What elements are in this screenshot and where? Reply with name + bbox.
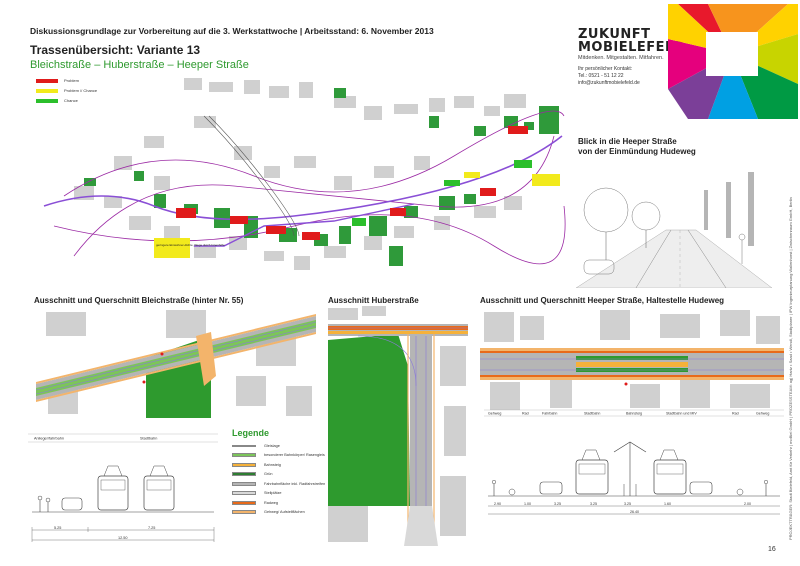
- contact-block: Ihr persönlicher Kontakt: Tel.: 0521 - 5…: [578, 66, 640, 87]
- heeper-dim-0: 2.90: [494, 502, 501, 506]
- legend-swatch: [232, 481, 256, 486]
- legend-label: Gehweg/ Aufstellflächen: [264, 510, 305, 515]
- heeper-label-3: Stadtbahn: [584, 412, 600, 416]
- heeper-label-7: Gehweg: [756, 412, 769, 416]
- section-title-huber: Ausschnitt Huberstraße: [328, 296, 419, 305]
- legend-label: Stellplätze: [264, 491, 282, 496]
- view-caption-line-1: Blick in die Heeper Straße: [578, 137, 677, 146]
- side-credit: PROJEKTTRÄGER: Stadt Bielefeld, Amt für …: [788, 130, 796, 540]
- page-number: 16: [768, 546, 776, 553]
- map-legend-swatch: [36, 78, 58, 83]
- bleich-cross-section: Anlieger/fahrbahn Stadtbahn 5.25 7.25 12…: [28, 433, 218, 542]
- heeper-label-1: Rad: [522, 412, 529, 416]
- legend: Legende Gleislage besonderer Bahnkörper/…: [232, 428, 325, 517]
- heeper-dim-2: 3.25: [554, 502, 561, 506]
- legend-item: Stellplätze: [232, 489, 325, 499]
- logo-word-1: ZUKUNFT: [578, 27, 651, 42]
- logo-tagline: Mitdenken. Mitgestalten. Mitfahren.: [578, 55, 664, 61]
- legend-label: besonderer Bahnkörper/ Rasengleis: [264, 453, 325, 458]
- logo: ZUKUNFT MOBIELEFELD. Mitdenken. Mitgesta…: [578, 28, 691, 61]
- heeper-dim-6: 2.00: [744, 502, 751, 506]
- street-sketch: [576, 160, 772, 288]
- heeper-label-4: Bahnsteig: [626, 412, 642, 416]
- heeper-cross-section: Gehweg Rad Fahrbahn Stadtbahn Bahnsteig …: [484, 409, 784, 515]
- legend-swatch: [232, 444, 256, 447]
- heeper-label-0: Gehweg: [488, 412, 501, 416]
- map-legend-label: Problem: [64, 78, 79, 83]
- heeper-dim-1: 1.00: [524, 502, 531, 506]
- pinwheel-logo-icon: [668, 4, 798, 119]
- bleich-label-0: Anlieger/fahrbahn: [34, 437, 64, 441]
- legend-item: Gehweg/ Aufstellflächen: [232, 508, 325, 518]
- map-note-1: geringere Einwohner-dichte, Wege durch I…: [156, 243, 225, 247]
- heeper-dim-3: 3.25: [590, 502, 597, 506]
- legend-swatch: [232, 472, 256, 477]
- legend-label: Bahnsteig: [264, 462, 281, 467]
- legend-swatch: [232, 491, 256, 496]
- legend-swatch: [232, 510, 256, 515]
- legend-item: Radweg: [232, 498, 325, 508]
- map-legend-label: Chance: [64, 98, 78, 103]
- section-title-bleich: Ausschnitt und Querschnitt Bleichstraße …: [34, 296, 244, 305]
- page-title: Trassenübersicht: Variante 13: [30, 43, 201, 57]
- view-caption-line-2: von der Einmündung Hudeweg: [578, 147, 696, 156]
- legend-swatch: [232, 462, 256, 467]
- map-legend-item: Problem: [36, 78, 97, 83]
- map-legend-label: Problem // Chance: [64, 88, 98, 93]
- legend-item: Bahnsteig: [232, 460, 325, 470]
- map-legend-swatch: [36, 88, 58, 93]
- contact-label: Ihr persönlicher Kontakt:: [578, 66, 633, 72]
- contact-email: info@zukunftmobielefeld.de: [578, 80, 640, 86]
- contact-phone: Tel.: 0521 - 51 12 22: [578, 73, 624, 79]
- heeper-dim-total: 26.40: [630, 510, 639, 514]
- heeper-label-6: Rad: [732, 412, 739, 416]
- heeper-label-2: Fahrbahn: [542, 412, 557, 416]
- legend-swatch: [232, 500, 256, 505]
- map-legend-swatch: [36, 98, 58, 103]
- legend-item: Grün: [232, 470, 325, 480]
- section-title-heeper: Ausschnitt und Querschnitt Heeper Straße…: [480, 296, 725, 305]
- page-subtitle: Bleichstraße – Huberstraße – Heeper Stra…: [30, 59, 249, 71]
- map-legend: Problem Problem // Chance Chance: [36, 78, 97, 108]
- legend-swatch: [232, 453, 256, 458]
- logo-word-2: MOBIELEFELD.: [578, 40, 691, 55]
- view-caption: Blick in die Heeper Straße von der Einmü…: [578, 137, 696, 157]
- heeper-plan: [480, 306, 784, 414]
- bleich-label-1: Stadtbahn: [140, 437, 157, 441]
- legend-label: Grün: [264, 472, 273, 477]
- legend-item: besonderer Bahnkörper/ Rasengleis: [232, 451, 325, 461]
- legend-label: Radweg: [264, 500, 278, 505]
- huber-plan: [328, 306, 468, 546]
- map-legend-item: Problem // Chance: [36, 88, 97, 93]
- bleich-plan: [36, 306, 316, 421]
- overview-map: geringere Einwohner-dichte, Wege durch I…: [34, 76, 566, 286]
- heeper-dim-5: 1.60: [664, 502, 671, 506]
- map-legend-item: Chance: [36, 98, 97, 103]
- bleich-dim-0: 5.25: [54, 526, 61, 530]
- side-credit-text: PROJEKTTRÄGER: Stadt Bielefeld, Amt für …: [788, 197, 793, 540]
- heeper-label-5: Stadtbahn und MIV: [666, 412, 697, 416]
- legend-item: Gleislage: [232, 441, 325, 451]
- legend-label: Fahrbahnfläche inkl. Radfahrstreifen: [264, 481, 326, 486]
- bleich-dim-1: 7.25: [148, 526, 155, 530]
- legend-title: Legende: [232, 428, 270, 438]
- legend-item: Fahrbahnfläche inkl. Radfahrstreifen: [232, 479, 325, 489]
- legend-label: Gleislage: [264, 443, 280, 448]
- header-top-line: Diskussionsgrundlage zur Vorbereitung au…: [30, 26, 434, 36]
- heeper-dim-4: 3.25: [624, 502, 631, 506]
- bleich-dim-2: 12.50: [118, 536, 128, 540]
